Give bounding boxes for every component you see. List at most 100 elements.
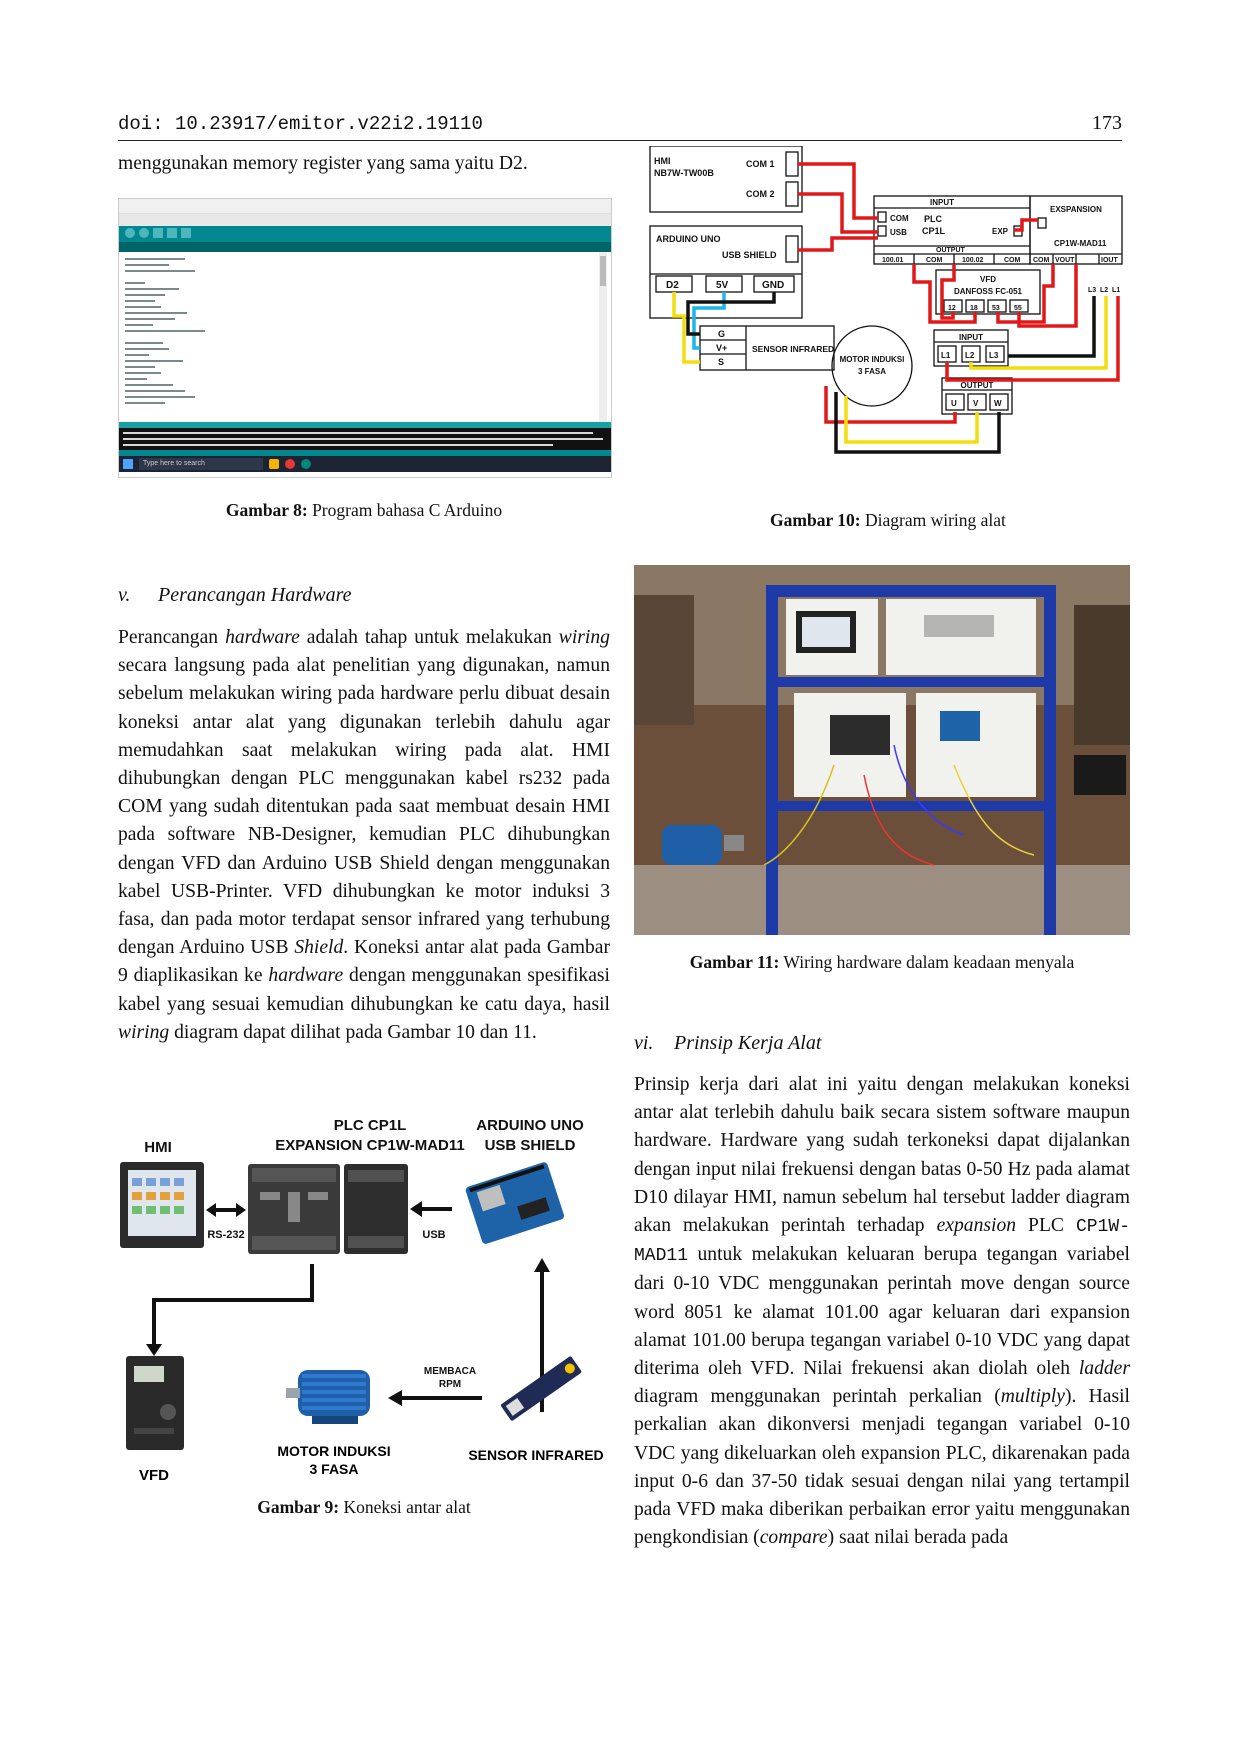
fig10-vfd-input: INPUT <box>959 333 983 342</box>
fig10-com1: COM 1 <box>746 159 775 169</box>
motor-image: MOTOR INDUKSI 3 FASA <box>277 1370 391 1477</box>
expansion-module-image <box>344 1164 408 1254</box>
figure-9-connection-diagram: HMI PLC CP1L EXPANSION CP1W-MAD11 ARDUIN… <box>120 1117 604 1484</box>
fig10-plc-line1: PLC <box>924 214 943 224</box>
paragraph-run: adalah tahap untuk melakukan <box>299 627 559 648</box>
section-v-paragraph: Perancangan hardware adalah tahap untuk … <box>118 624 610 1047</box>
fig10-l1: L1 <box>941 351 951 360</box>
paragraph-run: hardware <box>268 965 344 987</box>
fig10-vfd-term-12: 12 <box>948 305 956 312</box>
paragraph-run: untuk melakukan keluaran berupa tegangan… <box>634 1244 1130 1380</box>
fig10-com2: COM 2 <box>746 189 775 199</box>
fig9-arduino-label-1: ARDUINO UNO <box>476 1117 584 1134</box>
rs232-arrow: RS-232 <box>206 1203 246 1241</box>
membaca-label-1: MEMBACA <box>424 1366 476 1377</box>
fig10-pin-gnd: GND <box>762 280 784 291</box>
fig10-plc-com: COM <box>1004 257 1021 264</box>
paragraph-run: ladder <box>1078 1358 1130 1380</box>
section-vi-title: Prinsip Kerja Alat <box>674 1032 822 1054</box>
paragraph-run: wiring <box>118 1021 170 1043</box>
paragraph-run: compare <box>759 1527 828 1549</box>
page-number: 173 <box>1092 112 1122 134</box>
ide-toolbar <box>119 226 611 242</box>
fig10-out-term-1: 100.01 <box>882 257 904 264</box>
section-vi-number: vi. <box>634 1032 654 1054</box>
doi-value: 10.23917/emitor.v22i2.19110 <box>175 113 483 135</box>
fig10-output: OUTPUT <box>936 247 966 254</box>
fig10-exp-term-com: COM <box>1033 257 1050 264</box>
ide-menubar <box>119 214 611 226</box>
fig10-vfd-term-53: 53 <box>992 305 1000 312</box>
fig10-sensor: SENSOR INFRARED <box>752 344 834 354</box>
folder-icon <box>269 459 279 469</box>
section-vi-paragraph: Prinsip kerja dari alat ini yaitu dengan… <box>634 1071 1130 1552</box>
fig10-usb: USB <box>890 228 907 237</box>
fig10-hmi-line1: HMI <box>654 156 671 166</box>
section-vi-heading: vi. Prinsip Kerja Alat <box>634 1032 821 1055</box>
paragraph-run: CP1W-MAD11 <box>634 1217 1130 1267</box>
usb-arrow: USB <box>410 1201 452 1241</box>
fig10-hmi-line2: NB7W-TW00B <box>654 168 714 178</box>
paragraph-run: secara langsung pada alat penelitian yan… <box>118 655 610 959</box>
paragraph-run: expansion <box>936 1215 1017 1237</box>
fig9-plc-label-1: PLC CP1L <box>334 1117 407 1134</box>
figure-11-caption: Gambar 11: Wiring hardware dalam keadaan… <box>689 952 1075 972</box>
membaca-label-2: RPM <box>439 1379 461 1390</box>
fig10-sensor-pin-g: G <box>718 329 725 339</box>
fig10-sensor-pin-s: S <box>718 357 724 367</box>
vfd-device-image: VFD <box>126 1356 184 1484</box>
figure-8-caption: Gambar 8: Program bahasa C Arduino <box>225 500 503 520</box>
fig10-vfd-box <box>935 269 1041 315</box>
fig10-vfd-term-18: 18 <box>970 305 978 312</box>
fig9-hmi-label: HMI <box>144 1139 172 1156</box>
fig9-motor-label-1: MOTOR INDUKSI <box>277 1443 390 1459</box>
fig10-arduino-box <box>649 225 803 319</box>
sensor-infrared-image <box>501 1356 582 1421</box>
fig10-motor-line1: MOTOR INDUKSI <box>840 355 905 364</box>
upload-icon <box>139 228 149 238</box>
fig10-motor-line2: 3 FASA <box>858 367 886 376</box>
fig10-v: V <box>973 399 979 408</box>
doi-label: doi: <box>118 113 164 135</box>
browser-icon <box>285 459 295 469</box>
fig10-hmi-box <box>649 146 803 213</box>
fig10-arduino: ARDUINO UNO <box>656 234 721 244</box>
paragraph-run: hardware <box>225 627 300 648</box>
figure-8-arduino-ide: Type here to search <box>118 198 612 478</box>
fig10-usb-shield: USB SHIELD <box>722 250 777 260</box>
ide-status-bar <box>119 422 611 428</box>
fig10-supply-l3: L3 <box>1088 287 1096 294</box>
fig10-sensor-pin-v: V+ <box>716 343 727 353</box>
paragraph-run: PLC <box>1016 1215 1076 1237</box>
fig9-plc-label-2: EXPANSION CP1W-MAD11 <box>275 1137 464 1154</box>
usb-label: USB <box>422 1229 445 1241</box>
paragraph-run: diagram menggunakan perintah perkalian ( <box>634 1386 1001 1408</box>
fig10-out-term-2: COM <box>926 257 943 264</box>
fig10-l3: L3 <box>989 351 999 360</box>
intro-line: menggunakan memory register yang sama ya… <box>118 153 528 174</box>
fig10-vfd-line1: VFD <box>980 275 996 284</box>
fig10-plc-line2: CP1L <box>922 226 946 236</box>
paragraph-run: Perancangan <box>118 627 226 648</box>
plc-to-vfd-arrow <box>146 1264 314 1356</box>
ide-console <box>119 428 611 450</box>
fig10-supply-l2: L2 <box>1100 287 1108 294</box>
paragraph-run: dengan menggunakan spesifikasi kabel yan… <box>118 965 610 1015</box>
fig10-pin-d2: D2 <box>666 280 679 291</box>
membaca-rpm-arrow: MEMBACA RPM <box>388 1366 482 1406</box>
fig10-vfd-line2: DANFOSS FC-051 <box>954 287 1023 296</box>
paragraph-run: multiply <box>1000 1386 1065 1408</box>
verify-icon <box>125 228 135 238</box>
fig10-supply-l1: L1 <box>1112 287 1120 294</box>
ide-tabbar <box>119 242 611 252</box>
hmi-device-image <box>120 1162 204 1248</box>
fig10-expansion-model: CP1W-MAD11 <box>1054 239 1107 248</box>
doi-line: doi: 10.23917/emitor.v22i2.19110 <box>118 113 483 135</box>
section-v-number: v. <box>118 584 131 606</box>
paragraph-run: Prinsip kerja dari alat ini yaitu dengan… <box>634 1074 1130 1237</box>
figure-10-caption: Gambar 10: Diagram wiring alat <box>770 510 1006 530</box>
fig10-exp: EXP <box>992 227 1009 236</box>
section-v-title: Perancangan Hardware <box>158 584 352 606</box>
figure-9-caption: Gambar 9: Koneksi antar alat <box>257 1497 471 1517</box>
taskbar-search: Type here to search <box>139 458 263 470</box>
